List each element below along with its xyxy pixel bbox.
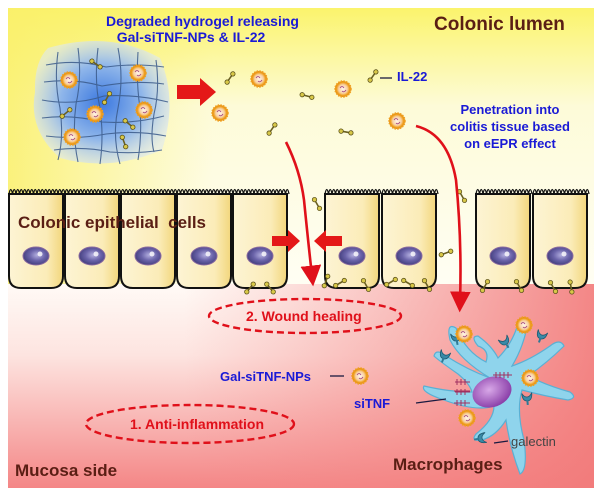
epithelial-cell	[532, 188, 590, 289]
hydrogel-label: Degraded hydrogel releasing Gal-siTNF-NP…	[106, 13, 299, 45]
epithelial-cell	[120, 188, 178, 289]
degraded-hydrogel	[33, 40, 170, 165]
galectin-label: galectin	[511, 434, 556, 449]
macrophage-nucleus	[472, 376, 512, 408]
gal-sitnf-np	[388, 112, 406, 130]
colonic-lumen-label: Colonic lumen	[434, 14, 565, 35]
penetration-label-line3: on eEPR effect	[464, 136, 556, 151]
gal-sitnf-np	[211, 104, 229, 122]
epithelial-cell	[64, 188, 122, 289]
gal-sitnf-np	[455, 325, 473, 343]
gap-closing-arrow-left	[314, 230, 342, 252]
penetration-arrow-2	[415, 124, 471, 313]
il-22-label: IL-22	[397, 69, 428, 84]
sitnf-label: siTNF	[354, 396, 391, 411]
epithelial-cell	[475, 188, 533, 289]
gap-closing-arrow-right	[272, 230, 300, 252]
released-particles	[211, 68, 406, 137]
release-arrow	[177, 78, 216, 106]
wound-healing-ellipse	[207, 297, 403, 335]
gal-sitnf-np	[135, 101, 153, 119]
gal-sitnf-np	[60, 71, 78, 89]
anti-inflammation-ellipse	[84, 403, 296, 445]
gal-sitnf-np	[521, 369, 539, 387]
nps-label: Gal-siTNF-NPs	[220, 369, 312, 384]
epithelial-cell	[381, 188, 439, 289]
gal-sitnf-np-legend	[351, 367, 369, 385]
penetration-label: Penetration into colitis tissue based on…	[440, 101, 580, 152]
epithelial-cells-label: Colonic epithelial cells	[18, 213, 206, 232]
penetration-label-line1: Penetration into	[460, 102, 560, 117]
gal-sitnf-np	[250, 70, 268, 88]
gal-sitnf-np	[129, 64, 147, 82]
penetration-arrow-1	[284, 141, 322, 287]
gal-sitnf-np	[63, 128, 81, 146]
gal-sitnf-np	[515, 316, 533, 334]
gal-sitnf-np	[458, 409, 476, 427]
macrophages-label: Macrophages	[393, 455, 503, 474]
hydrogel-label-line2: Gal-siTNF-NPs & IL-22	[116, 29, 266, 45]
hydrogel-label-line1: Degraded hydrogel releasing	[106, 13, 299, 29]
gal-sitnf-np	[86, 105, 104, 123]
step-anti-inflammation-label: 1. Anti-inflammation	[130, 416, 265, 432]
step-wound-healing-label: 2. Wound healing	[246, 308, 362, 324]
epithelial-cell	[8, 188, 66, 289]
penetration-label-line2: colitis tissue based	[450, 119, 570, 134]
epithelial-cell	[176, 188, 234, 289]
mucosa-side-label: Mucosa side	[15, 461, 118, 480]
gal-sitnf-np	[334, 80, 352, 98]
macrophage	[422, 316, 575, 475]
sitnf-strands	[454, 372, 512, 406]
